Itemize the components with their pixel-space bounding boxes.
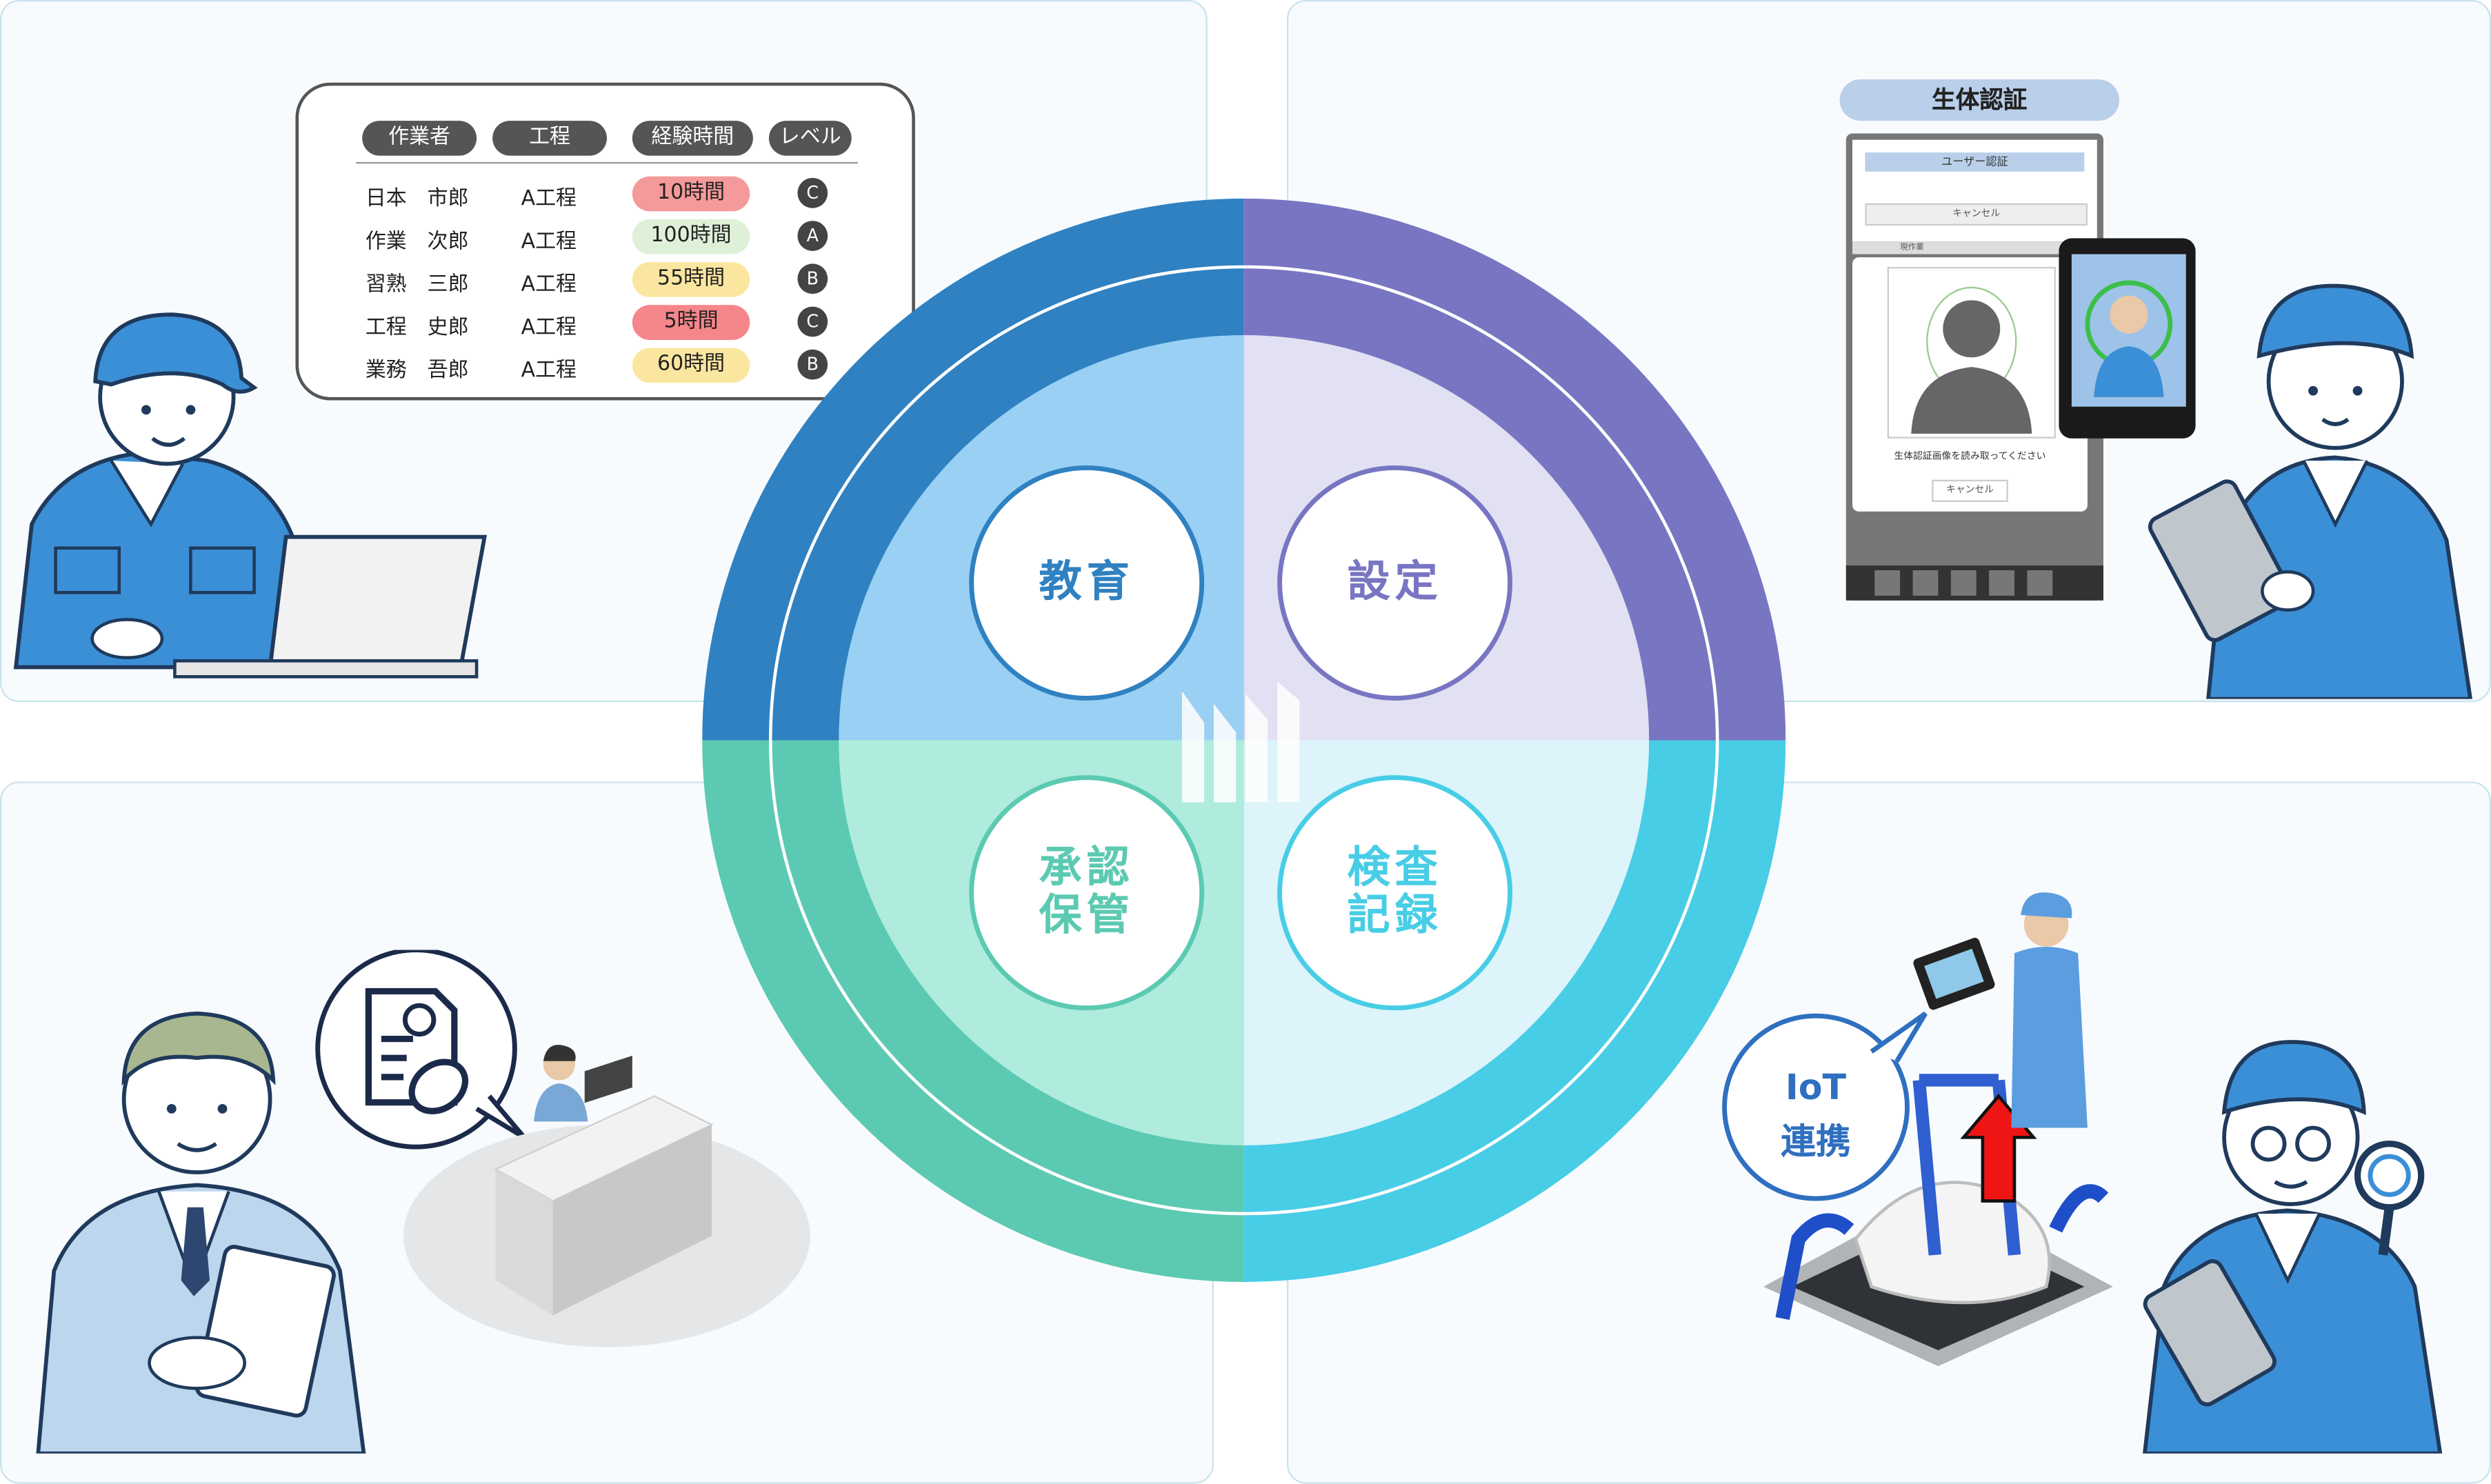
hub-approval[interactable]: 承認 保管 [969, 775, 1205, 1011]
hours-badge: 55時間 [632, 262, 750, 297]
inspector-illustration [2142, 1040, 2443, 1454]
header-worker: 作業者 [362, 121, 477, 156]
table-divider [356, 161, 858, 164]
toolbar-button[interactable] [2027, 570, 2053, 596]
auth-header-text: ユーザー認証 [1941, 155, 2008, 169]
worker-name: 工程 史郎 [365, 316, 469, 340]
toolbar-button[interactable] [1912, 570, 1939, 596]
manager-illustration [36, 1011, 366, 1454]
auth-dialog: ユーザー認証 キャンセル [1852, 139, 2097, 242]
level-badge: C [797, 178, 828, 208]
hours-badge: 5時間 [632, 305, 750, 340]
worker-name: 作業 次郎 [365, 230, 469, 254]
auth-header-bar: ユーザー認証 [1865, 152, 2085, 172]
header-process: 工程 [492, 121, 607, 156]
worker-tablet-illustration [2148, 283, 2473, 699]
table-row: 習熟 三郎 A工程 55時間 B [299, 261, 912, 302]
instruction-text: 生体認証画像を読み取ってください [1894, 451, 2046, 463]
toolbar-button[interactable] [1874, 570, 1901, 596]
process-name: A工程 [521, 359, 577, 383]
table-row: 工程 史郎 A工程 5時間 C [299, 303, 912, 345]
iot-bubble-tail [1870, 1011, 1928, 1063]
hub-inspection-line1: 検査 [1347, 843, 1443, 893]
cancel-top-label: キャンセル [1952, 208, 2001, 219]
face-scanner-device [2059, 238, 2196, 439]
hours-badge: 100時間 [632, 219, 750, 254]
iot-factory-illustration [1763, 892, 2113, 1367]
worker-name: 習熟 三郎 [365, 273, 469, 297]
hub-approval-line2: 保管 [1039, 891, 1134, 941]
biometric-title: 生体認証 [1932, 86, 2028, 114]
cancel-bottom-button[interactable]: キャンセル [1932, 479, 2008, 502]
bottom-toolbar [1845, 565, 2103, 601]
face-dialog: 生体認証画像を読み取ってください キャンセル [1852, 257, 2088, 512]
worker-name: 日本 市郎 [365, 187, 469, 212]
desk-worker-illustration [403, 1045, 810, 1347]
nav-strip-label: 現作業 [1900, 243, 1924, 253]
hub-education-label: 教育 [1039, 557, 1134, 607]
table-row: 作業 次郎 A工程 100時間 A [299, 218, 912, 259]
logo-mark-icon [1181, 681, 1300, 803]
hub-settings-label: 設定 [1347, 557, 1443, 607]
hub-inspection-line2: 記録 [1347, 891, 1443, 941]
table-row: 業務 吾郎 A工程 60時間 B [299, 346, 912, 388]
process-name: A工程 [521, 316, 577, 340]
process-name: A工程 [521, 273, 577, 297]
process-name: A工程 [521, 230, 577, 254]
iot-line-2: 連携 [1781, 1123, 1851, 1163]
hours-badge: 60時間 [632, 348, 750, 383]
skill-table-card: 作業者 工程 経験時間 レベル 日本 市郎 A工程 10時間 C 作業 次郎 A… [295, 82, 915, 401]
header-level: レベル [768, 121, 852, 156]
face-frame [1887, 267, 2056, 439]
tablet-screen: ユーザー認証 キャンセル 現作業 生体認証画像を読み取ってください キャンセル [1845, 133, 2103, 601]
face-silhouette-icon [1911, 286, 2032, 434]
hub-education[interactable]: 教育 [969, 465, 1205, 701]
process-name: A工程 [521, 187, 577, 212]
level-badge: B [797, 349, 828, 380]
worker-name: 業務 吾郎 [365, 359, 469, 383]
iot-line-1: IoT [1785, 1069, 1847, 1109]
toolbar-button[interactable] [1950, 570, 1977, 596]
hub-divider-ring [768, 265, 1719, 1216]
worker-laptop-illustration [13, 312, 488, 679]
hub-inspection[interactable]: 検査 記録 [1277, 775, 1513, 1011]
toolbar-button[interactable] [1989, 570, 2014, 596]
level-badge: A [797, 221, 828, 251]
table-row: 日本 市郎 A工程 10時間 C [299, 174, 912, 216]
document-approval-icon [315, 950, 526, 1150]
level-badge: B [797, 263, 828, 294]
biometric-title-pill: 生体認証 [1839, 79, 2120, 121]
cancel-top-button[interactable]: キャンセル [1865, 203, 2088, 226]
hub-approval-line1: 承認 [1039, 843, 1134, 893]
center-hub [702, 198, 1786, 1283]
nav-strip: 現作業 [1852, 241, 2097, 254]
header-hours: 経験時間 [632, 121, 753, 156]
cancel-bottom-label: キャンセル [1945, 484, 1994, 496]
hours-badge: 10時間 [632, 176, 750, 212]
level-badge: C [797, 306, 828, 337]
hub-settings[interactable]: 設定 [1277, 465, 1513, 701]
